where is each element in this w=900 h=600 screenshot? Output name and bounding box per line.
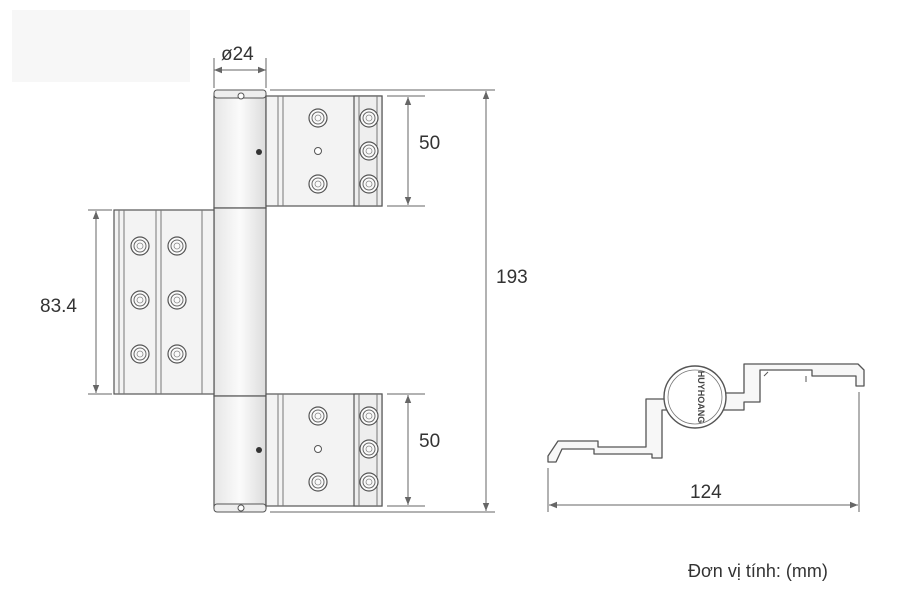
bottom-leaf <box>265 393 383 507</box>
dimension-bottom-leaf: 50 <box>387 393 440 507</box>
profile-width-label: 124 <box>690 482 722 503</box>
top-leaf <box>265 95 383 207</box>
pin-screw-top <box>256 149 262 155</box>
pin-diameter-label: ø24 <box>221 44 254 65</box>
profile-cross-section: HUYHOANG <box>547 363 865 463</box>
top-leaf-height-label: 50 <box>419 133 440 154</box>
watermark-logo <box>12 10 190 82</box>
profile-logo-text: HUYHOANG <box>696 371 706 424</box>
hinge-barrel <box>213 89 267 513</box>
dimension-total-height: 193 <box>270 89 528 513</box>
middle-leaf <box>113 209 215 395</box>
dimension-top-leaf: 50 <box>387 95 440 207</box>
pin-screw-bottom <box>256 447 262 453</box>
dimension-profile-width: 124 <box>547 392 860 512</box>
total-height-label: 193 <box>496 267 528 288</box>
profile-logo-circle <box>663 365 727 429</box>
dimension-middle-leaf: 83.4 <box>40 209 112 395</box>
unit-note: Đơn vị tính: (mm) <box>688 561 828 581</box>
middle-leaf-height-label: 83.4 <box>40 296 77 317</box>
dimension-pin-diameter: ø24 <box>213 44 267 88</box>
bottom-leaf-height-label: 50 <box>419 431 440 452</box>
